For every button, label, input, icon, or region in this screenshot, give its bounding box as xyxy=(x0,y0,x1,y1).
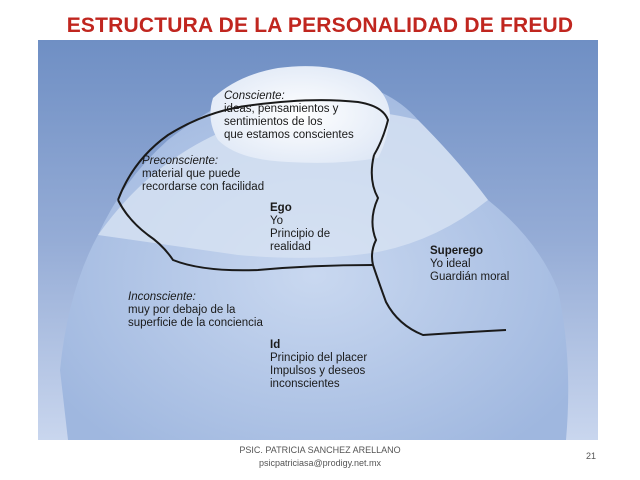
preconsciente-label: Preconsciente: material que puede record… xyxy=(142,155,264,194)
preconsciente-boundary xyxy=(117,199,374,272)
preconsciente-line: recordarse con facilidad xyxy=(142,181,265,193)
iceberg-waterline xyxy=(98,110,488,258)
ego-label: Ego Yo Principio de realidad xyxy=(270,202,330,254)
preconsciente-line: material que puede xyxy=(142,168,241,180)
footer-author: PSIC. PATRICIA SANCHEZ ARELLANO xyxy=(239,445,401,455)
preconsciente-heading: Preconsciente: xyxy=(142,155,219,167)
slide-footer: PSIC. PATRICIA SANCHEZ ARELLANO psicpatr… xyxy=(0,444,640,470)
id-line: Principio del placer xyxy=(270,352,368,364)
id-heading: Id xyxy=(270,339,281,351)
consciente-line: ideas, pensamientos y xyxy=(224,103,339,115)
inconsciente-heading: Inconsciente: xyxy=(128,291,196,303)
superego-line: Yo ideal xyxy=(430,258,471,270)
superego-line: Guardián moral xyxy=(430,271,510,283)
id-line: inconscientes xyxy=(270,378,340,390)
consciente-label: Consciente: ideas, pensamientos y sentim… xyxy=(224,90,354,142)
ego-superego-boundary xyxy=(370,154,507,337)
iceberg-diagram: Consciente: ideas, pensamientos y sentim… xyxy=(38,40,598,440)
slide-title: ESTRUCTURA DE LA PERSONALIDAD DE FREUD xyxy=(66,14,574,37)
ego-line: Principio de xyxy=(270,228,331,240)
consciente-line: sentimientos de los xyxy=(224,116,323,128)
consciente-line: que estamos conscientes xyxy=(224,129,354,141)
footer-email: psicpatriciasa@prodigy.net.mx xyxy=(258,458,382,468)
ego-line: realidad xyxy=(270,241,311,253)
inconsciente-line: muy por debajo de la xyxy=(128,304,236,316)
inconsciente-label: Inconsciente: muy por debajo de la super… xyxy=(128,291,263,330)
ego-heading: Ego xyxy=(270,202,292,214)
ego-line: Yo xyxy=(270,215,284,227)
inconsciente-line: superficie de la conciencia xyxy=(128,317,263,329)
id-line: Impulsos y deseos xyxy=(270,365,366,377)
superego-label: Superego Yo ideal Guardián moral xyxy=(430,245,509,284)
superego-heading: Superego xyxy=(430,245,484,257)
iceberg-tip xyxy=(210,66,390,163)
id-label: Id Principio del placer Impulsos y deseo… xyxy=(270,339,367,391)
consciente-boundary xyxy=(117,99,390,201)
iceberg-illustration xyxy=(38,40,598,440)
page-number: 21 xyxy=(586,451,597,461)
consciente-heading: Consciente: xyxy=(224,90,285,102)
